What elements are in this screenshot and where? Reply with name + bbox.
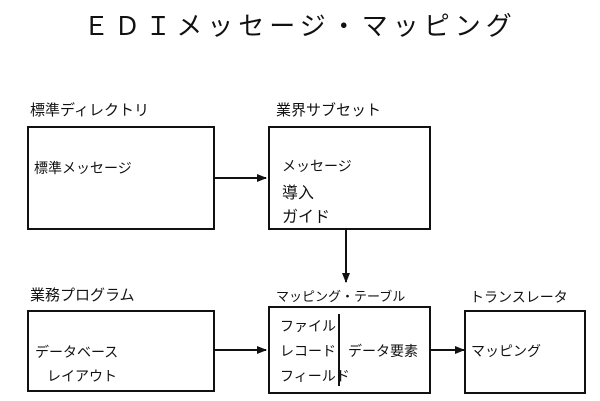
translator-label: トランスレータ: [470, 290, 568, 306]
business-program-label: 業務プログラム: [30, 286, 135, 304]
database-text: データベース: [35, 345, 119, 361]
standard-message-text: 標準メッセージ: [34, 161, 132, 177]
industry-subset-label: 業界サブセット: [276, 101, 382, 119]
fields-divider: [338, 314, 340, 386]
mapping-table-label: マッピング・テーブル: [276, 290, 406, 305]
subset-guide-text: ガイド: [282, 207, 331, 226]
layout-text: レイアウト: [47, 369, 117, 385]
subset-message-text: メッセージ: [282, 159, 352, 175]
standard-directory-label: 標準ディレクトリ: [30, 101, 149, 119]
record-text: レコード: [280, 344, 336, 360]
business-program-box: データベース レイアウト: [27, 310, 215, 392]
field-text: フィールド: [280, 369, 350, 385]
subset-introduction-text: 導入: [282, 183, 315, 202]
translator-box: マッピング: [464, 310, 586, 394]
mapping-table-box: ファイル レコード フィールド データ要素: [268, 306, 431, 394]
translator-mapping-text: マッピング: [471, 344, 541, 360]
file-text: ファイル: [280, 319, 336, 335]
standard-directory-box: 標準メッセージ: [27, 126, 215, 230]
data-element-text: データ要素: [348, 344, 418, 360]
diagram-title: ＥＤＩメッセージ・マッピング: [83, 12, 517, 42]
industry-subset-box: メッセージ 導入 ガイド: [268, 126, 431, 230]
